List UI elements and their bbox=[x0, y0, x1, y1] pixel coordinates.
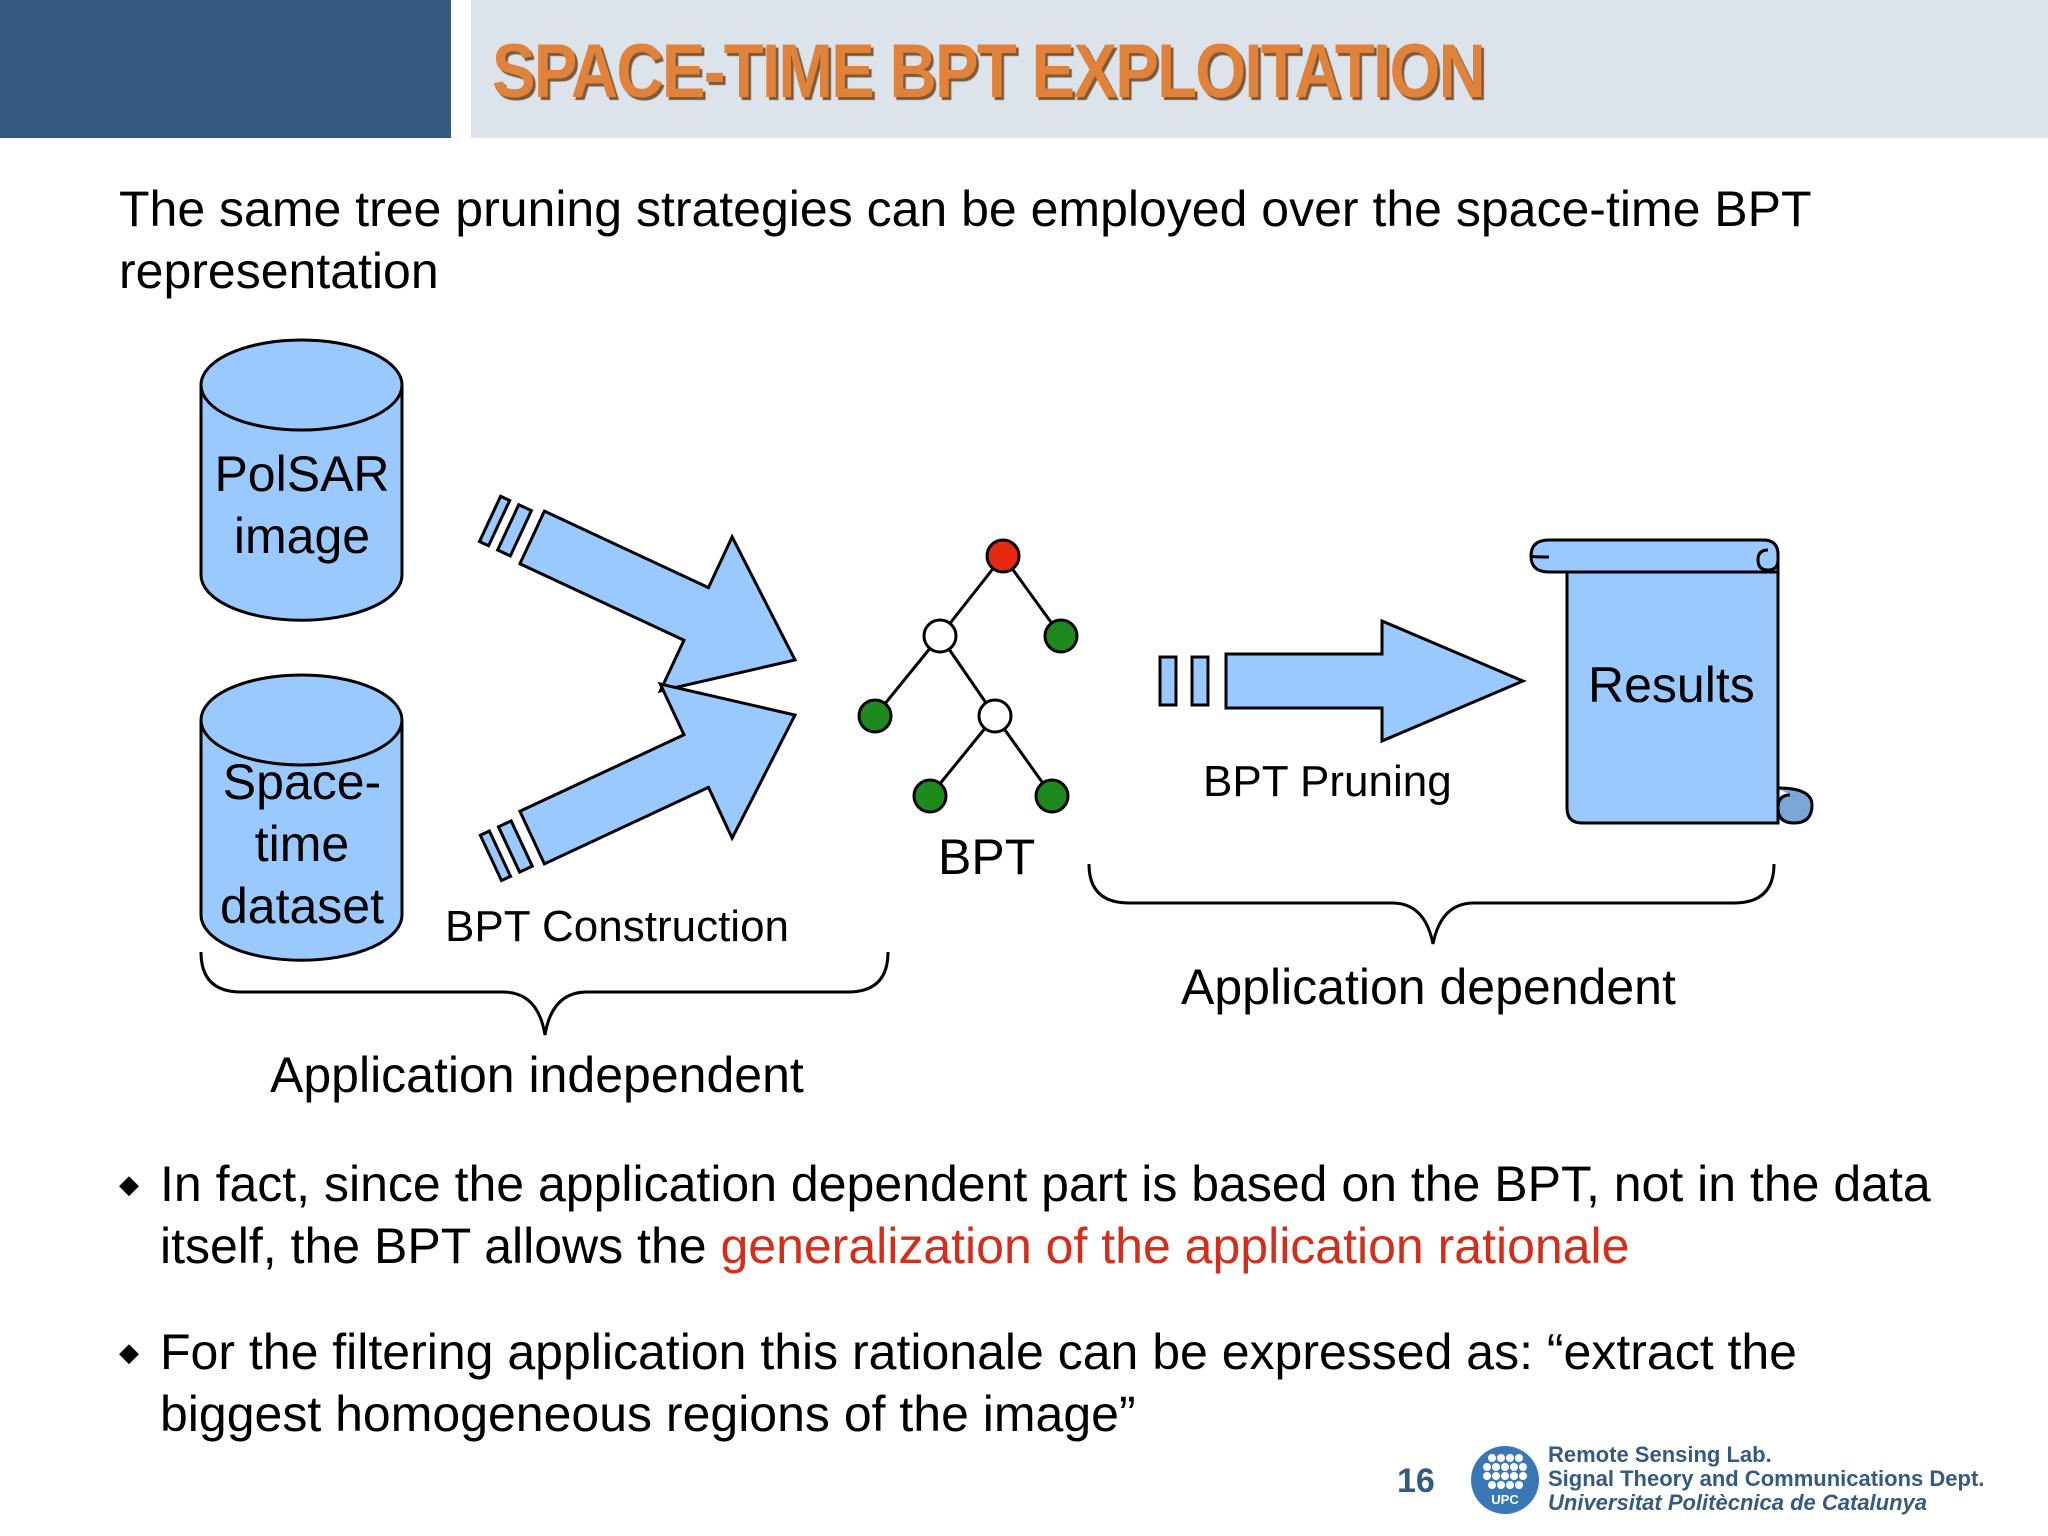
tree-leaf-node bbox=[857, 698, 893, 734]
footer-institution: Remote Sensing Lab. Signal Theory and Co… bbox=[1548, 1443, 1984, 1515]
polsar-label: PolSAR image bbox=[214, 446, 390, 564]
svg-text:UPC: UPC bbox=[1491, 1492, 1519, 1507]
tree-leaf-node bbox=[1043, 618, 1079, 654]
pruning-arrow bbox=[1158, 618, 1527, 744]
construction-arrow-lower bbox=[478, 681, 798, 883]
tree-internal-node bbox=[922, 618, 958, 654]
highlighted-phrase: generalization of the application ration… bbox=[720, 1218, 1630, 1274]
bullet-diamond-icon: ◆ bbox=[119, 1337, 139, 1367]
results-label: Results bbox=[1588, 657, 1755, 713]
tree-root-node bbox=[985, 538, 1021, 574]
bullet-diamond-icon: ◆ bbox=[119, 1169, 139, 1199]
construction-arrow-upper bbox=[477, 494, 798, 694]
header-accent-block bbox=[0, 0, 451, 138]
upc-logo-icon: UPC bbox=[1471, 1446, 1539, 1514]
page-number: 16 bbox=[1397, 1462, 1435, 1500]
results-scroll bbox=[1529, 538, 1814, 825]
construction-label: BPT Construction bbox=[445, 902, 790, 951]
dependent-label: Application dependent bbox=[1181, 959, 1676, 1015]
footer-university: Universitat Politècnica de Catalunya bbox=[1548, 1490, 1928, 1515]
bpt-tree bbox=[857, 538, 1079, 814]
footer-lab: Remote Sensing Lab. bbox=[1548, 1442, 1772, 1467]
tree-leaf-node bbox=[912, 778, 948, 814]
independent-brace bbox=[199, 951, 890, 1036]
bullet-text: For the filtering application this ratio… bbox=[160, 1324, 1797, 1442]
spacetime-cylinder bbox=[199, 673, 404, 962]
header-title-bar bbox=[471, 0, 2048, 138]
bpt-label: BPT bbox=[938, 829, 1036, 885]
independent-label: Application independent bbox=[270, 1047, 804, 1103]
intro-text: The same tree pruning strategies can be … bbox=[119, 181, 1811, 299]
tree-leaf-node bbox=[1034, 778, 1070, 814]
spacetime-label: Space- time dataset bbox=[219, 754, 384, 934]
tree-internal-node bbox=[977, 698, 1013, 734]
slide-title: SPACE-TIME BPT EXPLOITATION bbox=[492, 29, 1486, 114]
footer-dept: Signal Theory and Communications Dept. bbox=[1548, 1466, 1985, 1491]
dependent-brace bbox=[1087, 863, 1776, 945]
polsar-cylinder bbox=[199, 338, 404, 622]
bullet-text: In fact, since the application dependent… bbox=[160, 1156, 1931, 1274]
pruning-label: BPT Pruning bbox=[1203, 757, 1452, 806]
